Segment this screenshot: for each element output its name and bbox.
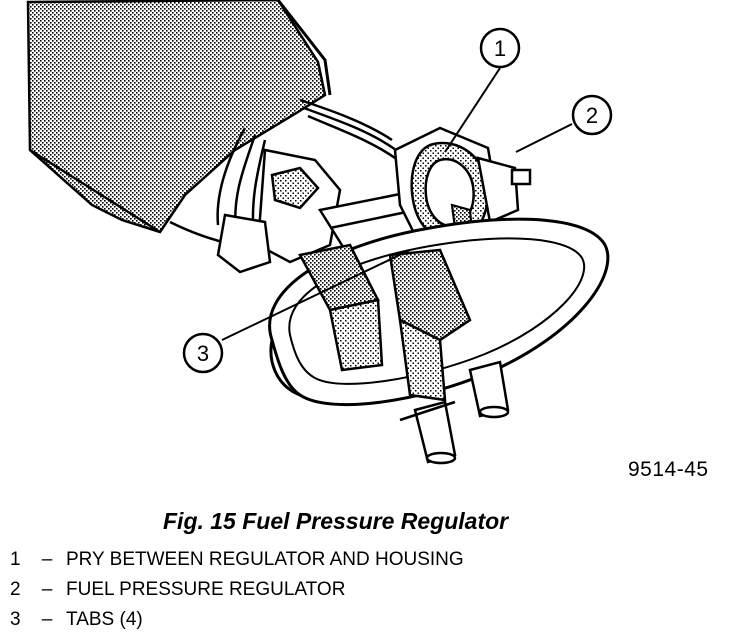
outlet-pipes bbox=[399, 360, 510, 465]
legend-number: 1 bbox=[10, 549, 21, 570]
callout-1-label: 1 bbox=[494, 36, 506, 61]
filter-column bbox=[298, 243, 472, 402]
figure-caption: Fig. 15 Fuel Pressure Regulator bbox=[163, 508, 509, 534]
fuel-pressure-regulator bbox=[476, 156, 532, 224]
electrical-connector bbox=[216, 148, 342, 274]
legend-item: 3–TABS (4) bbox=[10, 605, 464, 635]
legend-text: TABS (4) bbox=[66, 609, 143, 630]
callout-2-label: 2 bbox=[586, 103, 598, 128]
callout-3-label: 3 bbox=[197, 341, 209, 366]
legend-item: 1–PRY BETWEEN REGULATOR AND HOUSING bbox=[10, 545, 464, 575]
legend-dash: – bbox=[41, 579, 53, 600]
legend-list: 1–PRY BETWEEN REGULATOR AND HOUSING 2–FU… bbox=[10, 545, 464, 635]
fuel-pressure-regulator-illustration: 1 2 3 bbox=[26, 0, 613, 465]
legend-text: FUEL PRESSURE REGULATOR bbox=[66, 579, 346, 600]
callout-2: 2 bbox=[515, 94, 613, 153]
legend-number: 2 bbox=[10, 579, 21, 600]
legend-text: PRY BETWEEN REGULATOR AND HOUSING bbox=[66, 549, 464, 570]
callout-1: 1 bbox=[444, 27, 521, 153]
figure-code: 9514-45 bbox=[628, 458, 709, 481]
legend-dash: – bbox=[41, 549, 53, 570]
legend-number: 3 bbox=[10, 609, 21, 630]
legend-dash: – bbox=[41, 609, 53, 630]
legend-item: 2–FUEL PRESSURE REGULATOR bbox=[10, 575, 464, 605]
callout-3: 3 bbox=[182, 249, 411, 374]
pump-module-body bbox=[26, 0, 332, 234]
